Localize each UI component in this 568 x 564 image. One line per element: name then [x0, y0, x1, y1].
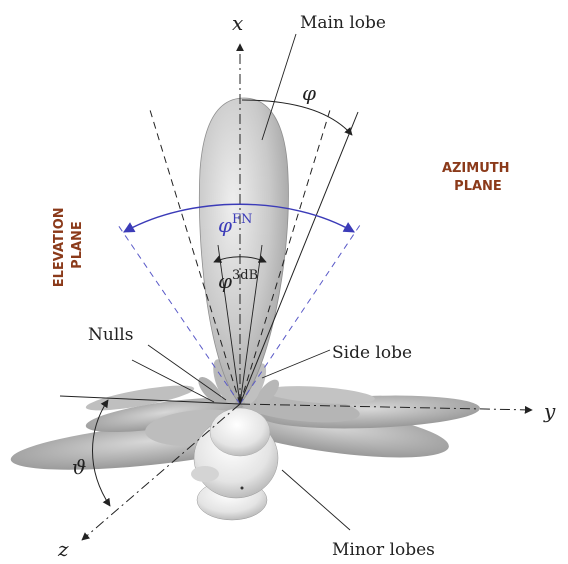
main-lobe-shape — [199, 98, 288, 404]
nulls-label: Nulls — [88, 325, 133, 345]
side-lobe-label: Side lobe — [332, 343, 412, 363]
theta-symbol: ϑ — [72, 455, 86, 479]
x-axis-label: x — [232, 11, 243, 35]
z-axis-label: z — [57, 537, 69, 561]
y-axis-label: y — [543, 399, 556, 423]
elevation-plane-label: ELEVATION PLANE — [52, 203, 85, 287]
main-lobe-label: Main lobe — [300, 13, 386, 33]
phi-symbol: φ — [302, 81, 316, 105]
azimuth-plane-label: AZIMUTH PLANE — [442, 161, 514, 194]
minor-lobes-label: Minor lobes — [332, 540, 435, 560]
